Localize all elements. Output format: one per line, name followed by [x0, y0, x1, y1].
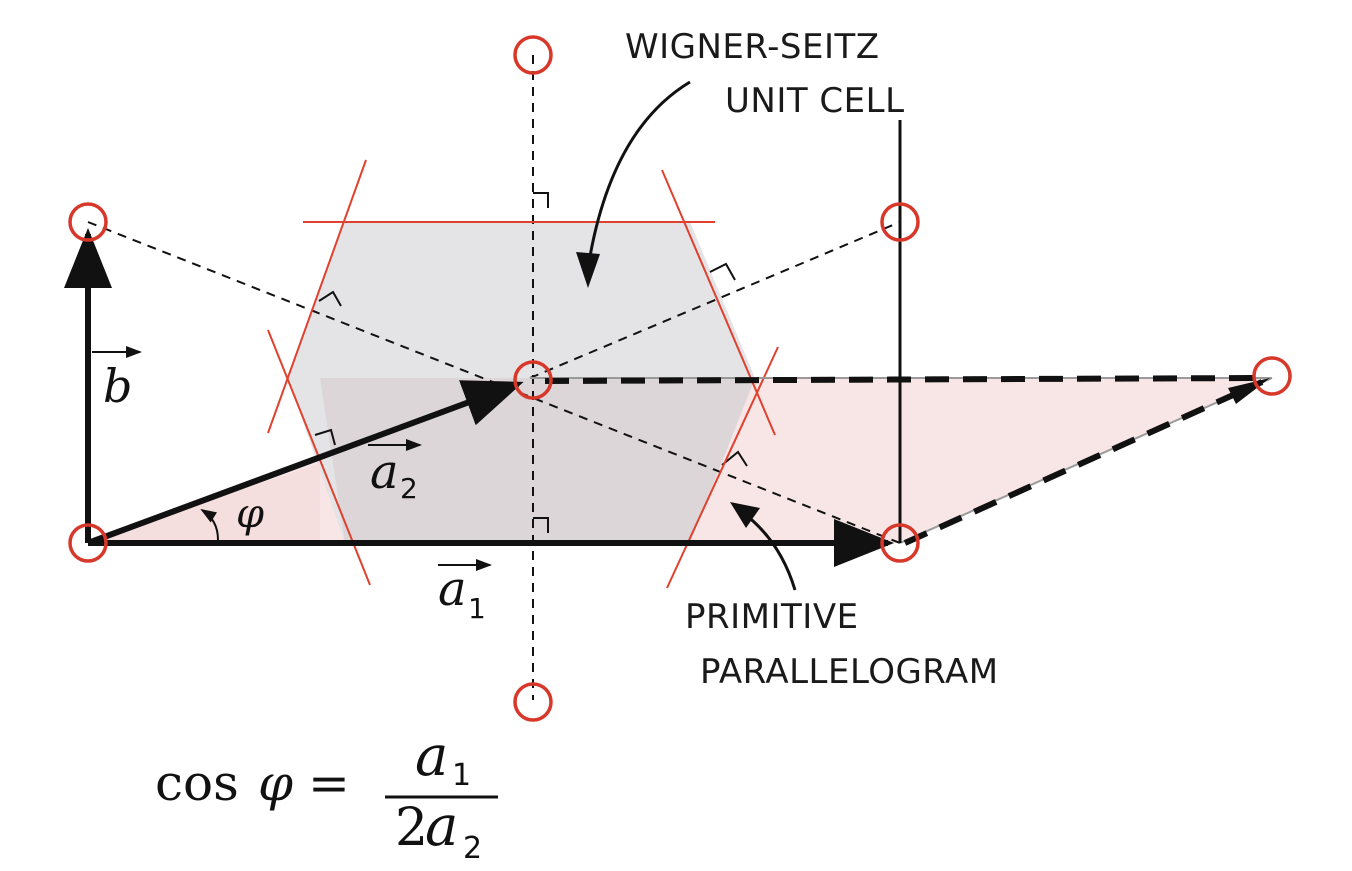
lattice-point — [513, 682, 553, 722]
equation-equals: = — [308, 754, 350, 812]
lattice-point — [68, 523, 108, 563]
primitive-dashed-arrow — [903, 379, 1264, 546]
lattice-point — [1252, 356, 1292, 396]
vector-a2-subscript: 2 — [400, 472, 418, 505]
label-vector-a2: a 2 — [368, 439, 422, 505]
vector-a1-subscript: 1 — [468, 592, 486, 625]
primitive-dashed-arrowhead — [1228, 378, 1270, 404]
right-angle-marks — [314, 192, 748, 533]
equation-cos: cos — [155, 754, 239, 812]
label-vector-a1: a 1 — [438, 559, 492, 625]
equation-denominator-letter: a — [425, 794, 458, 859]
equation-denominator-coef: 2 — [395, 798, 428, 858]
equation-numerator-sub: 1 — [452, 758, 471, 793]
vector-a2-letter: a — [370, 444, 399, 500]
angle-phi-label: φ — [236, 491, 264, 537]
equation-numerator-letter: a — [415, 724, 448, 789]
lattice-point — [513, 360, 553, 400]
vector-a2-arrow — [86, 380, 524, 546]
lattice-point — [880, 523, 920, 563]
primitive-callout-arrowhead — [730, 502, 760, 528]
wigner-seitz-label-line2: UNIT CELL — [725, 81, 905, 121]
equation-denominator-sub: 2 — [463, 831, 482, 866]
lattice-point — [513, 35, 553, 75]
wigner-seitz-callout-arrow — [586, 80, 691, 269]
wigner-seitz-callout-arrowhead — [576, 252, 600, 288]
angle-phi-arc — [200, 508, 219, 541]
label-vector-b: b — [92, 346, 142, 413]
lattice-points — [68, 35, 1292, 722]
primitive-label-line1: PRIMITIVE — [685, 597, 859, 637]
lattice-point — [880, 202, 920, 242]
wigner-seitz-label-line1: WIGNER-SEITZ — [625, 27, 880, 67]
vector-b-letter: b — [103, 359, 132, 413]
primitive-dashed-edges — [544, 375, 1263, 384]
primitive-label-line2: PARALLELOGRAM — [700, 652, 999, 692]
equation-cos-phi: cos φ = a 1 2 a 2 — [155, 724, 498, 866]
equation-phi: φ — [258, 754, 293, 812]
lattice-point — [68, 202, 108, 242]
vector-a1-letter: a — [438, 561, 467, 617]
